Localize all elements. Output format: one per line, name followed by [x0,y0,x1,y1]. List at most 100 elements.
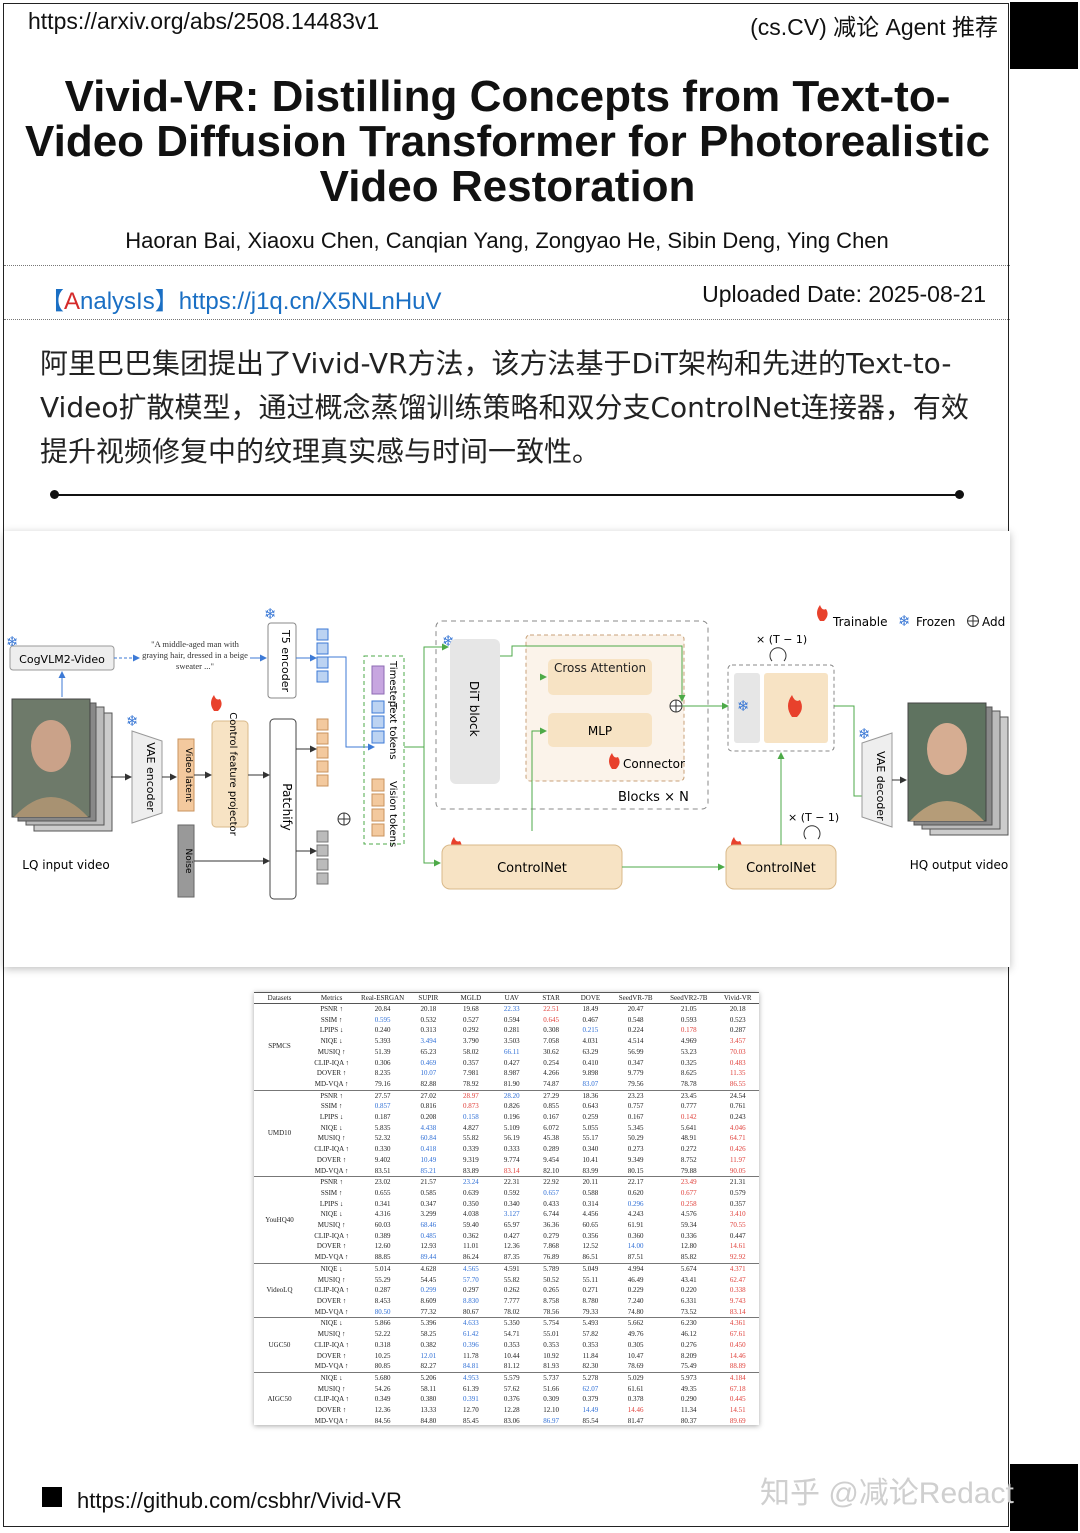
value-cell: 0.167 [627,1113,644,1122]
value-cell: 14.46 [627,1406,644,1415]
value-cell: 62.07 [582,1384,599,1393]
controlnet-label-1: ControlNet [497,861,567,876]
value-cell: 79.88 [680,1166,697,1175]
metric-cell: DOVER ↑ [316,1351,347,1360]
video-latent-label: Video latent [183,748,193,803]
metric-cell: MD-VQA ↑ [314,1079,349,1088]
dotted-divider-top [4,265,1010,266]
value-cell: 81.47 [627,1416,644,1425]
value-cell: 0.523 [729,1015,746,1024]
dit-block-box [450,639,500,784]
value-cell: 58.11 [420,1384,437,1393]
paper-title: Vivid-VR: Distilling Concepts from Text-… [25,72,990,211]
metric-cell: CLIP-IQA ↑ [314,1231,350,1240]
value-cell: 9.743 [729,1296,746,1305]
value-cell: 4.184 [716,1371,759,1384]
value-cell: 76.89 [543,1253,559,1262]
table-header-cell: Datasets [254,992,306,1004]
value-cell: 30.62 [543,1047,559,1056]
value-cell: 0.287 [374,1286,391,1295]
value-cell: 10.07 [420,1069,437,1078]
analysis-link[interactable]: 【AnalysIs】https://j1q.cn/X5NLnHuV [40,281,442,316]
metric-cell: MUSIQ ↑ [317,1330,346,1339]
metric-cell: MD-VQA ↑ [314,1253,349,1262]
dataset-cell: SPMCS [268,1042,291,1051]
value-cell: 65.23 [420,1047,437,1056]
text-token-stack [316,628,329,683]
github-link[interactable]: https://github.com/csbhr/Vivid-VR [77,1488,402,1513]
value-cell: 0.382 [420,1340,437,1349]
value-cell: 12.93 [420,1242,437,1251]
value-cell: 0.548 [627,1015,644,1024]
value-cell: 86.55 [729,1079,746,1088]
value-cell: 0.657 [543,1188,559,1197]
value-cell: 49.35 [680,1384,697,1393]
value-cell: 63.29 [582,1047,599,1056]
value-cell: 0.336 [680,1231,697,1240]
value-cell: 5.055 [582,1123,599,1132]
value-cell: 5.737 [531,1371,571,1384]
value-cell: 74.87 [543,1079,559,1088]
analysis-url[interactable]: https://j1q.cn/X5NLnHuV [178,288,442,315]
value-cell: 70.55 [729,1221,746,1230]
value-cell: 0.396 [462,1340,479,1349]
timestep-token [371,665,385,695]
value-cell: 4.514 [627,1037,644,1046]
value-cell: 0.167 [543,1113,559,1122]
value-cell: 5.754 [531,1317,571,1330]
value-cell: 0.224 [627,1026,644,1035]
arxiv-url[interactable]: https://arxiv.org/abs/2508.14483v1 [28,8,380,34]
value-cell: 12.60 [374,1242,391,1251]
value-cell: 0.483 [729,1058,746,1067]
value-cell: 5.109 [503,1123,520,1132]
value-cell: 22.51 [543,1005,559,1013]
value-cell: 58.25 [420,1330,437,1339]
value-cell: 20.47 [627,1005,644,1013]
value-cell: 5.789 [531,1262,571,1275]
value-cell: 0.347 [420,1199,437,1208]
value-cell: 0.196 [503,1113,520,1122]
value-cell: 53.23 [680,1047,697,1056]
value-cell: 4.046 [729,1123,746,1132]
value-cell: 11.34 [681,1406,697,1415]
value-cell: 0.826 [503,1102,520,1111]
vae-decoder-box [861,732,893,828]
value-cell: 55.17 [582,1134,599,1143]
value-cell: 56.19 [503,1134,520,1143]
value-cell: 0.376 [503,1395,520,1404]
value-cell: 0.299 [420,1286,437,1295]
value-cell: 84.80 [420,1416,437,1425]
value-cell: 4.361 [716,1317,759,1330]
legend-add: Add [982,615,1005,629]
value-cell: 0.325 [680,1058,697,1067]
value-cell: 0.592 [503,1188,520,1197]
value-cell: 14.46 [729,1351,746,1360]
value-cell: 5.973 [661,1371,717,1384]
patchify-label: Patchify [280,783,294,830]
value-cell: 12.70 [462,1406,479,1415]
value-cell: 6.072 [543,1123,559,1132]
value-cell: 5.579 [492,1371,532,1384]
value-cell: 0.340 [503,1199,520,1208]
table-header-cell: MGLD [449,992,493,1004]
value-cell: 83.06 [503,1416,520,1425]
value-cell: 55.82 [503,1275,520,1284]
value-cell: 67.61 [729,1330,746,1339]
value-cell: 50.52 [543,1275,559,1284]
value-cell: 57.62 [503,1384,520,1393]
value-cell: 54.26 [374,1384,391,1393]
metric-cell: CLIP-IQA ↑ [314,1145,350,1154]
